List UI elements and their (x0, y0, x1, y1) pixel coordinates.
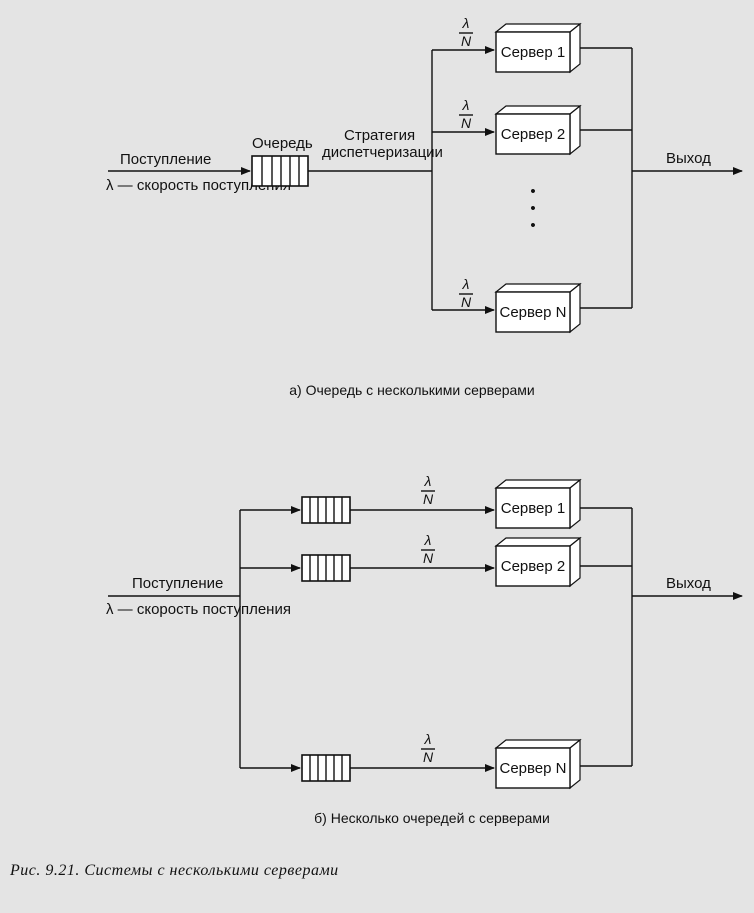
svg-text:N: N (423, 550, 434, 566)
svg-text:Сервер 1: Сервер 1 (501, 500, 566, 517)
server-b-n: Сервер N (494, 738, 582, 790)
queue-b-2 (301, 554, 351, 582)
svg-text:λ: λ (424, 532, 432, 548)
rate-fraction-b-1: λ N (421, 473, 435, 507)
svg-text:Сервер N: Сервер N (499, 760, 566, 777)
figure-caption: Рис. 9.21. Системы с несколькими сервера… (10, 862, 339, 879)
rate-fraction-b-n: λ N (421, 731, 435, 765)
svg-text:N: N (461, 33, 472, 49)
svg-text:•: • (530, 200, 535, 217)
svg-text:λ: λ (424, 473, 432, 489)
rate-fraction-a-2: λ N (459, 97, 473, 131)
svg-text:λ: λ (462, 15, 470, 31)
ellipsis-a: • • • (530, 183, 535, 234)
server-a-2: Сервер 2 (494, 104, 582, 156)
svg-text:Сервер 2: Сервер 2 (501, 558, 566, 575)
strategy-label-a-1: Стратегия (344, 127, 415, 144)
server-a-n: Сервер N (494, 282, 582, 334)
arrival-label-a: Поступление (120, 151, 211, 168)
svg-text:Сервер 2: Сервер 2 (501, 126, 566, 143)
svg-text:N: N (423, 749, 434, 765)
rate-fraction-a-n: λ N (459, 276, 473, 310)
svg-text:N: N (461, 115, 472, 131)
svg-text:Сервер N: Сервер N (499, 304, 566, 321)
svg-text:N: N (461, 294, 472, 310)
queue-b-n (301, 754, 351, 782)
svg-text:•: • (530, 183, 535, 200)
rate-label-a: λ — скорость поступления (106, 177, 291, 194)
diagram-a: Поступление λ — скорость поступления Оче… (106, 15, 743, 398)
caption-a: а) Очередь с несколькими серверами (289, 382, 535, 398)
diagram-b: Поступление λ — скорость поступления (106, 473, 743, 826)
server-b-1: Сервер 1 (494, 478, 582, 530)
svg-text:λ: λ (424, 731, 432, 747)
svg-text:•: • (530, 217, 535, 234)
rate-fraction-a-1: λ N (459, 15, 473, 49)
server-a-1: Сервер 1 (494, 22, 582, 74)
svg-text:N: N (423, 491, 434, 507)
queue-b-1 (301, 496, 351, 524)
queue-label-a: Очередь (252, 135, 313, 152)
caption-b: б) Несколько очередей с серверами (314, 810, 550, 826)
svg-text:λ: λ (462, 97, 470, 113)
output-label-a: Выход (666, 150, 711, 167)
rate-fraction-b-2: λ N (421, 532, 435, 566)
svg-text:λ: λ (462, 276, 470, 292)
strategy-label-a-2: диспетчеризации (322, 144, 443, 161)
svg-text:Сервер 1: Сервер 1 (501, 44, 566, 61)
rate-label-b: λ — скорость поступления (106, 601, 291, 618)
output-label-b: Выход (666, 575, 711, 592)
server-b-2: Сервер 2 (494, 536, 582, 588)
arrival-label-b: Поступление (132, 575, 223, 592)
queue-a (251, 155, 309, 187)
